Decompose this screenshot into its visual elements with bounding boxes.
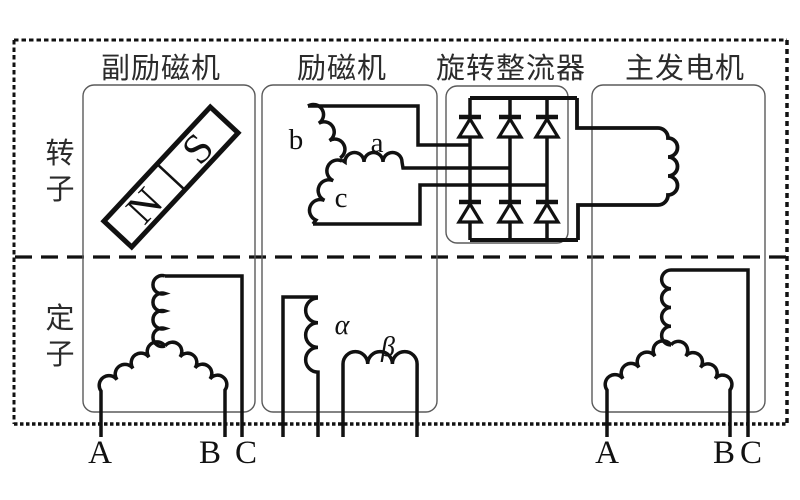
column-header-main-generator: 主发电机 — [624, 53, 746, 85]
diode-icon — [456, 114, 484, 139]
exciter-rotor-winding — [307, 102, 547, 226]
winding-beta-label: β — [380, 332, 395, 363]
column-header-exciter: 励磁机 — [296, 53, 388, 85]
outer-dashed-frame — [12, 38, 789, 426]
row-label-stator: 定子 — [45, 303, 75, 371]
phase-a-label: a — [371, 127, 384, 159]
exciter-stator-windings — [281, 295, 419, 438]
diode-icon — [456, 199, 484, 224]
terminal-c-label: C — [235, 435, 257, 471]
permanent-magnet: N S — [100, 103, 242, 251]
rotating-rectifier-box — [445, 85, 569, 244]
diode-icon — [533, 199, 561, 224]
pilot-exciter-terminal-labels: A B C — [88, 435, 257, 471]
pilot-exciter-box — [82, 84, 256, 413]
main-generator-field-winding — [575, 98, 680, 240]
main-generator-terminal-labels: A B C — [595, 435, 762, 471]
column-header-pilot-exciter: 副励磁机 — [100, 53, 222, 85]
diode-icon — [533, 114, 561, 139]
phase-c-label: c — [335, 182, 348, 214]
section-boxes — [82, 84, 766, 413]
column-header-rotating-rectifier: 旋转整流器 — [435, 53, 587, 85]
exciter-box — [261, 84, 438, 413]
diode-icons — [456, 114, 561, 224]
terminal-a-label: A — [595, 435, 619, 471]
terminal-b-label: B — [199, 435, 221, 471]
terminal-c-label: C — [740, 435, 762, 471]
winding-alpha-label: α — [335, 310, 351, 341]
main-generator-stator-winding — [603, 268, 750, 437]
terminal-a-label: A — [88, 435, 112, 471]
diode-icon — [496, 199, 524, 224]
phase-b-label: b — [289, 124, 304, 156]
main-generator-box — [591, 84, 766, 413]
pilot-exciter-stator-winding — [97, 273, 244, 437]
row-label-rotor: 转子 — [45, 138, 75, 206]
diode-icon — [496, 114, 524, 139]
terminal-b-label: B — [713, 435, 735, 471]
